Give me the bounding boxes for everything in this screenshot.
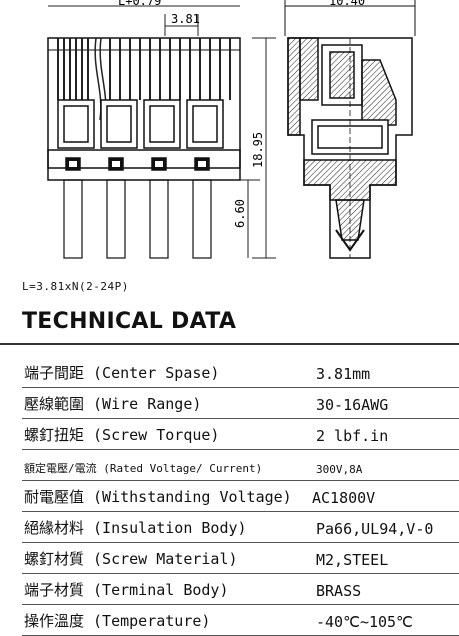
spec-label: 壓線範圍 (Wire Range) (24, 395, 202, 413)
spec-label: 端子材質 (Terminal Body) (24, 581, 229, 599)
front-view (47, 37, 241, 259)
spec-label: 操作溫度 (Temperature) (24, 612, 211, 630)
dim-pin-label: 6.60 (233, 199, 247, 228)
spec-label: 絕緣材料 (Insulation Body) (24, 519, 247, 537)
spec-value: Pa66,UL94,V-0 (316, 520, 434, 538)
table-row: 壓線範圍 (Wire Range) 30-16AWG (22, 388, 459, 419)
spec-value: BRASS (316, 582, 362, 600)
top-dimension-left (48, 5, 240, 36)
spec-table: 端子間距 (Center Spase) 3.81mm 壓線範圍 (Wire Ra… (22, 357, 459, 636)
spec-value: 3.81mm (316, 365, 371, 383)
table-row: 絕緣材料 (Insulation Body) Pa66,UL94,V-0 (22, 512, 459, 543)
spec-label: 耐電壓值 (Withstanding Voltage) (24, 488, 292, 506)
table-row: 耐電壓值 (Withstanding Voltage) AC1800V (22, 481, 459, 512)
section-heading: TECHNICAL DATA (22, 309, 237, 334)
table-row: 螺釘材質 (Screw Material) M2,STEEL (22, 543, 459, 574)
spec-value: AC1800V (312, 489, 376, 507)
table-row: 操作溫度 (Temperature) -40℃~105℃ (22, 605, 459, 636)
table-row: 端子間距 (Center Spase) 3.81mm (22, 357, 459, 388)
height-dimension (240, 37, 276, 259)
spec-label: 端子間距 (Center Spase) (24, 364, 220, 382)
table-row: 端子材質 (Terminal Body) BRASS (22, 574, 459, 605)
spec-value: M2,STEEL (316, 551, 389, 569)
length-formula-note: L=3.81xN(2-24P) (22, 280, 129, 293)
spec-label: 螺釘扭矩 (Screw Torque) (24, 426, 220, 444)
table-row: 螺釘扭矩 (Screw Torque) 2 lbf.in (22, 419, 459, 450)
technical-drawing: L+0.79 3.81 (47, 0, 416, 259)
dim-top-left-label: L+0.79 (118, 0, 161, 8)
spec-value: 2 lbf.in (316, 427, 389, 445)
spec-value: 300V,8A (316, 463, 363, 476)
spec-label: 螺釘材質 (Screw Material) (24, 550, 238, 568)
spec-value: -40℃~105℃ (316, 613, 413, 631)
spec-label: 額定電壓/電流 (Rated Voltage/ Current) (24, 462, 263, 475)
dim-height-label: 18.95 (251, 132, 265, 168)
side-view (284, 0, 416, 259)
table-row: 額定電壓/電流 (Rated Voltage/ Current) 300V,8A (22, 450, 459, 481)
dim-top-right-label: 10.40 (329, 0, 365, 8)
dim-pitch-label: 3.81 (171, 12, 200, 26)
heading-divider (0, 343, 459, 345)
spec-value: 30-16AWG (316, 396, 389, 414)
